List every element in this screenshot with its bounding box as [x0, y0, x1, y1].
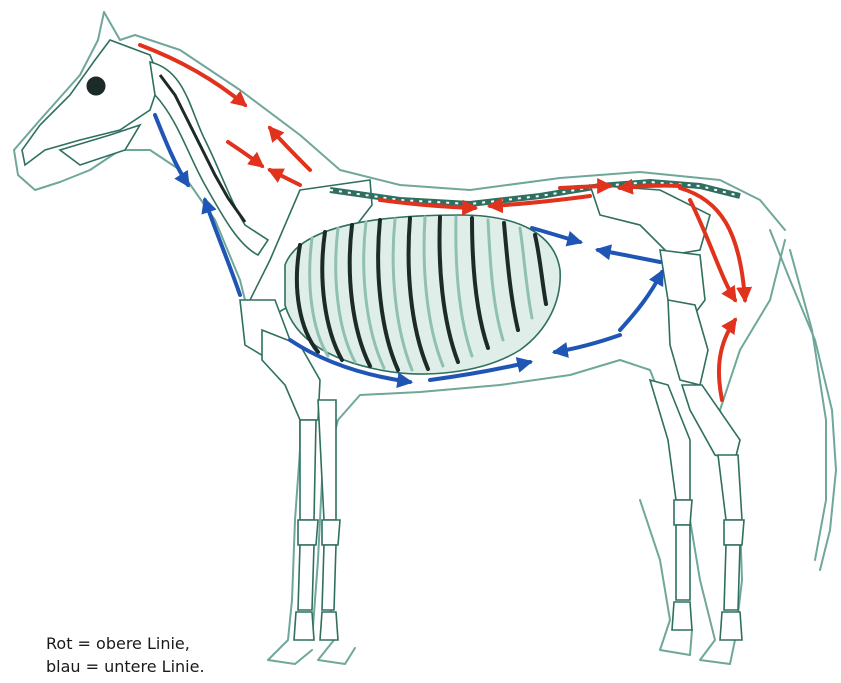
front-legs [262, 330, 340, 640]
legend-blue-line: blau = untere Linie. [46, 655, 205, 678]
red-arrow-back-3 [560, 186, 610, 188]
legend-caption: Rot = obere Linie, blau = untere Linie. [46, 632, 205, 678]
blue-arrow-flank-1 [620, 272, 662, 330]
blue-arrow-belly-3 [555, 335, 620, 352]
legend-red-line: Rot = obere Linie, [46, 632, 205, 655]
rib-cage [285, 215, 560, 374]
red-arrow-neck-4 [270, 170, 300, 185]
red-arrow-neck-3 [228, 142, 262, 166]
blue-arrow-flank-3 [598, 250, 660, 262]
red-arrow-croup-1 [620, 186, 680, 188]
skull [22, 40, 160, 165]
red-arrow-neck-2 [270, 128, 310, 170]
